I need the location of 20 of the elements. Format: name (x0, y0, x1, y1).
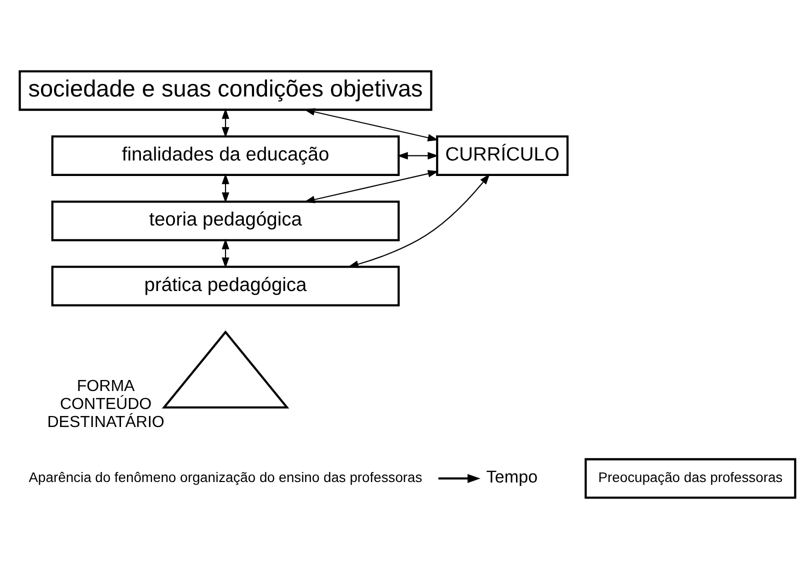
arrow (222, 173, 230, 204)
arrow (304, 170, 439, 204)
node-label: DESTINATÁRIO (47, 413, 164, 432)
node-text: Aparência do fenômeno organização do ensino das professoras (28, 469, 422, 486)
node-label: CONTEÚDO (60, 395, 152, 414)
node-box: teoria pedagógica (51, 200, 400, 242)
node-triangle (162, 330, 290, 408)
node-box: CURRÍCULO (436, 135, 569, 176)
arrow (438, 474, 480, 483)
node-label: FORMA (76, 376, 135, 395)
arrow (222, 238, 230, 268)
node-text: Tempo (486, 468, 538, 487)
node-box: Preocupação das professoras (584, 458, 796, 499)
arrow (397, 152, 438, 160)
arrow (348, 174, 490, 268)
node-box: prática pedagógica (51, 266, 400, 306)
arrow (304, 108, 438, 142)
node-box: finalidades da educação (51, 135, 400, 176)
node-box: sociedade e suas condições objetivas (18, 70, 432, 111)
arrow (222, 108, 230, 138)
